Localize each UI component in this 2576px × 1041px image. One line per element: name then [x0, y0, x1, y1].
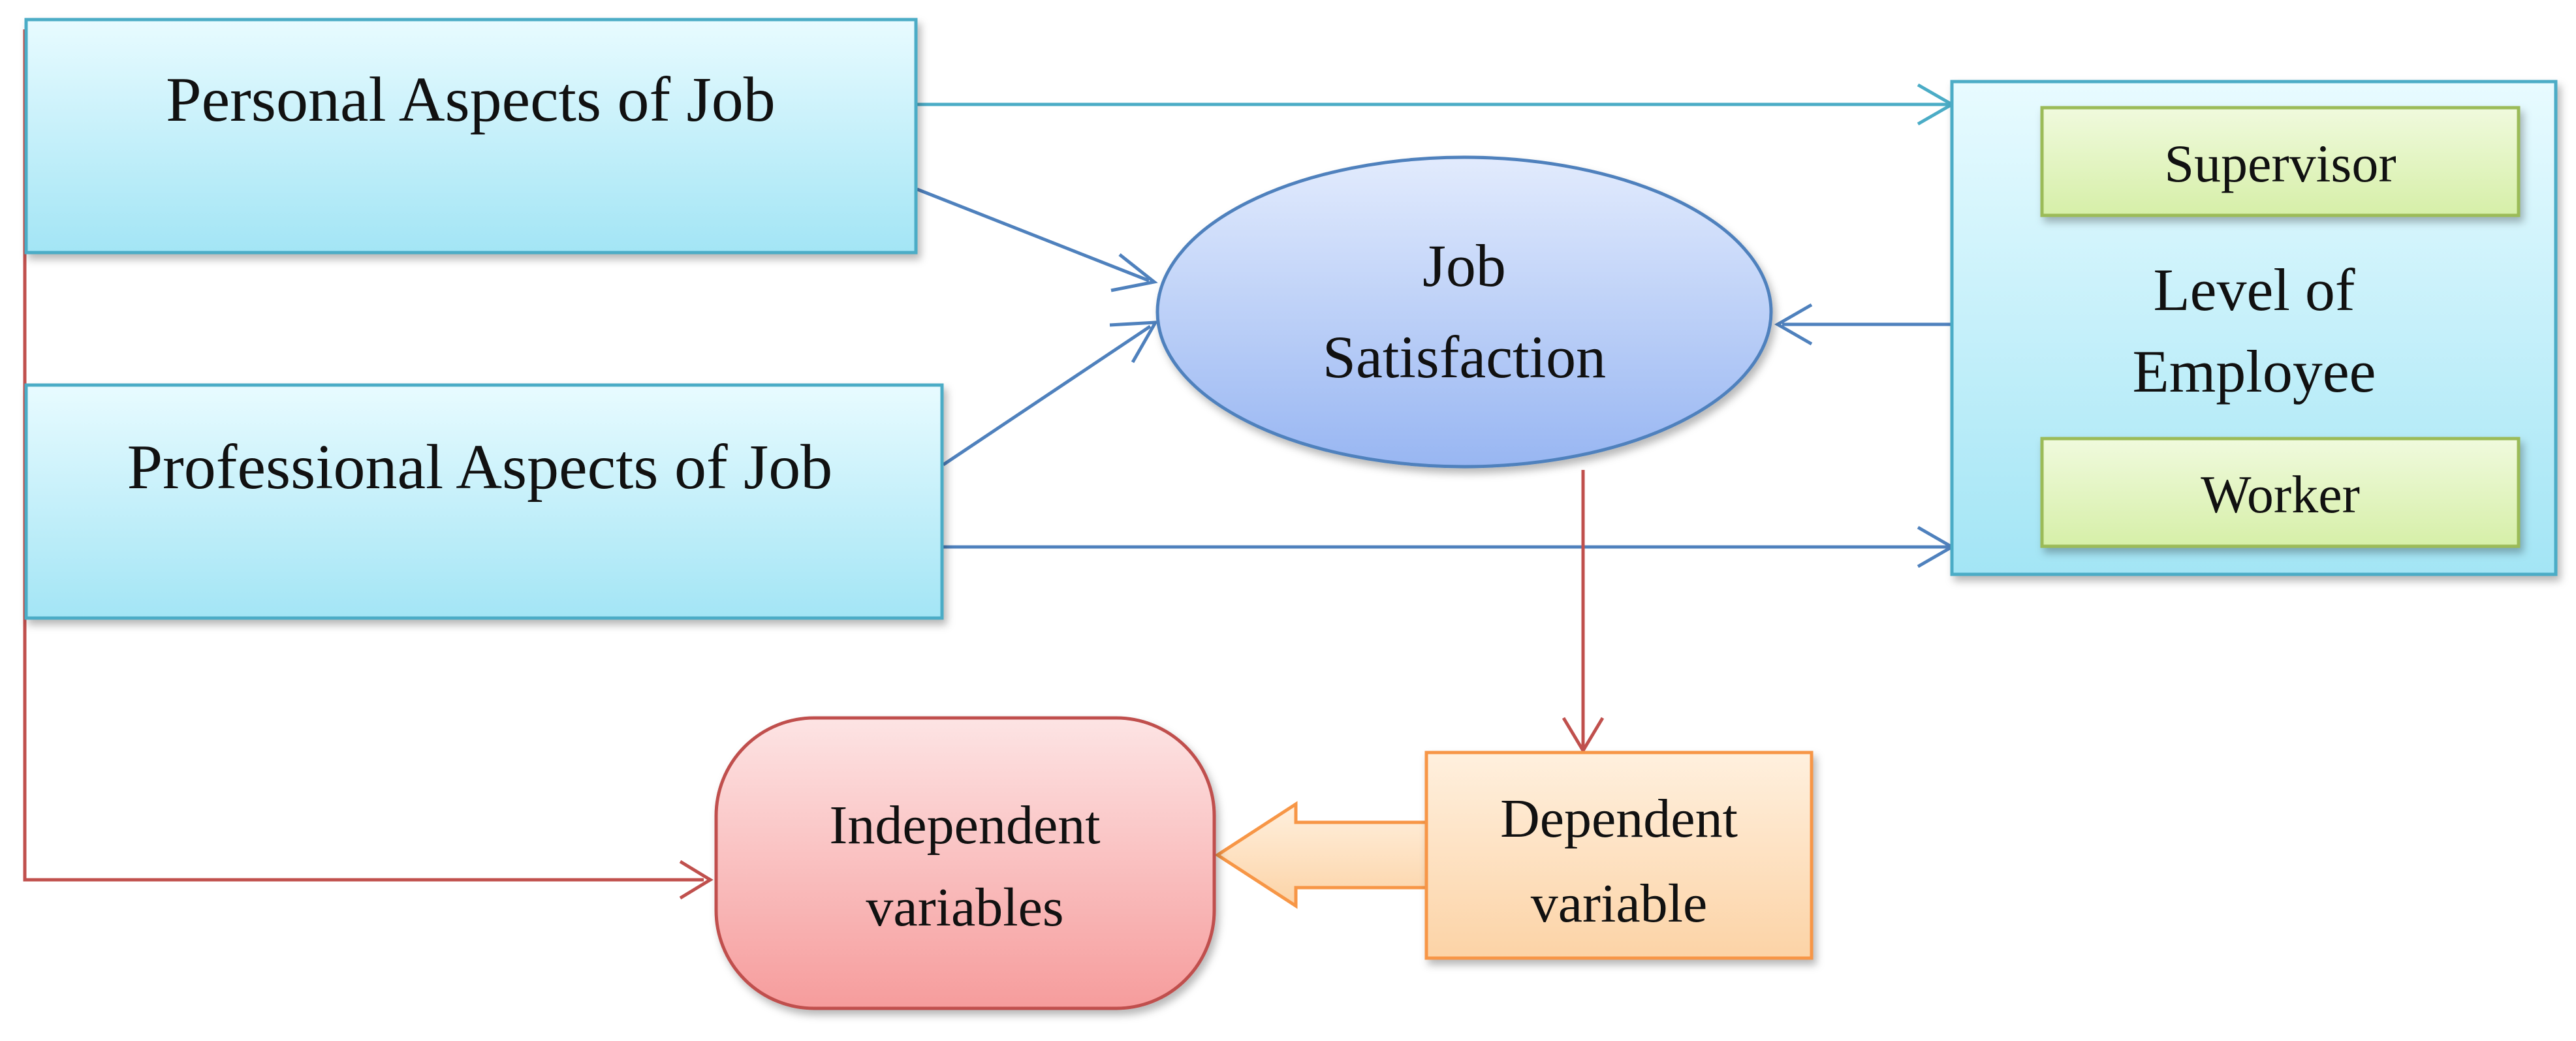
dependent-variable-label-line2: variable: [1531, 873, 1708, 934]
personal-aspects-label: Personal Aspects of Job: [166, 65, 776, 135]
level-of-employee-label-line2: Employee: [2133, 338, 2376, 405]
professional-aspects-box: Professional Aspects of Job: [24, 383, 944, 620]
job-satisfaction-node: Job Satisfaction: [1155, 155, 1773, 469]
independent-variables-node: Independent variables: [714, 716, 1216, 1010]
arrowhead-professional-to-satisfaction: [1109, 320, 1159, 364]
job-satisfaction-label-line2: Satisfaction: [1323, 324, 1606, 390]
worker-label: Worker: [2201, 465, 2360, 524]
dependent-variable-box: Dependent variable: [1424, 751, 1814, 960]
arrowhead-level-to-satisfaction: [1774, 303, 1813, 346]
independent-variables-label-line2: variables: [866, 877, 1063, 938]
independent-bracket-line: [23, 29, 704, 882]
professional-aspects-label: Professional Aspects of Job: [127, 432, 833, 503]
arrowhead-personal-to-satisfaction: [1110, 253, 1158, 292]
worker-box: Worker: [2040, 437, 2521, 548]
dependent-variable-label-line1: Dependent: [1500, 788, 1738, 849]
supervisor-box: Supervisor: [2040, 106, 2521, 217]
independent-variables-label-line1: Independent: [829, 795, 1100, 856]
arrow-personal-to-satisfaction: [917, 187, 1150, 283]
independent-bracket-arrowhead: [679, 860, 714, 900]
block-arrow-dependent-to-independent: [1214, 801, 1428, 909]
arrow-professional-to-satisfaction: [942, 324, 1152, 467]
personal-aspects-box: Personal Aspects of Job: [24, 18, 918, 255]
job-satisfaction-label-line1: Job: [1422, 232, 1506, 299]
arrowhead-satisfaction-to-dependent: [1562, 717, 1605, 754]
level-of-employee-label-line1: Level of: [2153, 256, 2355, 323]
supervisor-label: Supervisor: [2164, 134, 2396, 193]
